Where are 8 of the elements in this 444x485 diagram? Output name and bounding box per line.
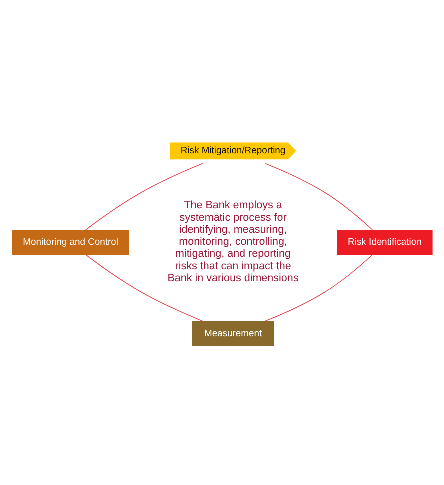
- connector: [85, 163, 203, 230]
- connector: [264, 163, 372, 230]
- connector: [85, 254, 203, 322]
- node-box: Measurement: [192, 321, 274, 346]
- node-box: Monitoring and Control: [12, 230, 129, 255]
- connector: [264, 254, 372, 322]
- label: The Bank employs a systematic process for identifying, measuring, monitoring, controlling, mitigating, and reporting risks that can impact the Bank in various dimensions: [167, 200, 298, 284]
- node-box: Risk Identification: [336, 230, 432, 255]
